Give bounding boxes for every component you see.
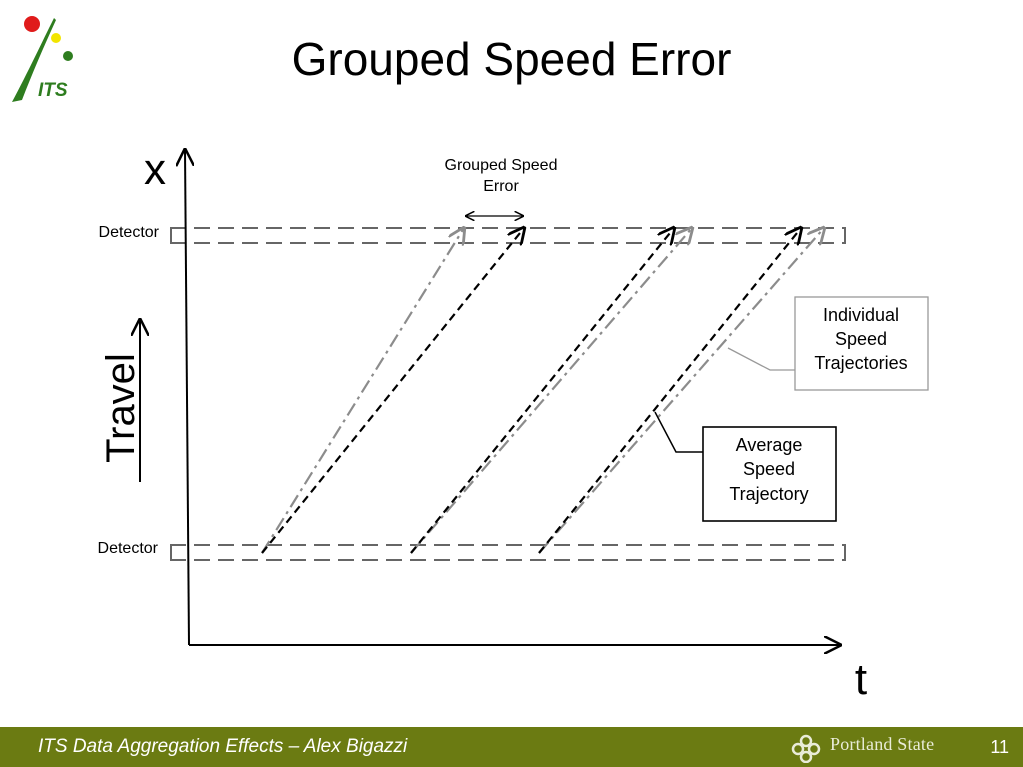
its-logo: ITS	[12, 16, 73, 102]
average-callout-leader	[654, 411, 703, 453]
grouped-speed-error-label-line2: Error	[483, 178, 519, 195]
t-axis-label: t	[855, 655, 867, 704]
page-number: 11	[990, 737, 1009, 757]
psu-logo-icon	[791, 734, 821, 763]
average-box-line1: Average	[736, 435, 803, 455]
detector-top-label: Detector	[99, 224, 160, 241]
average-trajectory-3	[538, 228, 801, 554]
grouped-speed-error-diagram: x t Travel Detector Detector Grouped Spe…	[98, 145, 929, 704]
footer-title: ITS Data Aggregation Effects – Alex Biga…	[38, 736, 408, 757]
individual-box-line3: Trajectories	[814, 353, 907, 373]
logo-its-text: ITS	[38, 80, 68, 101]
travel-label: Travel	[99, 353, 143, 463]
average-callout-box	[702, 426, 837, 522]
individual-box-line2: Speed	[835, 329, 887, 349]
logo-red-dot	[24, 16, 40, 32]
individual-trajectory-3	[538, 228, 824, 554]
x-axis-vertical	[185, 150, 189, 646]
individual-callout-box	[794, 296, 929, 391]
footer-bar: ITS Data Aggregation Effects – Alex Biga…	[0, 727, 1023, 767]
average-box-line2: Speed	[743, 459, 795, 479]
university-name: Portland State	[830, 734, 935, 754]
individual-trajectory-1	[261, 228, 464, 554]
average-box-line3: Trajectory	[729, 484, 808, 504]
slide-title: Grouped Speed Error	[291, 33, 732, 85]
x-axis-label: x	[144, 145, 166, 194]
logo-swoosh	[12, 18, 56, 102]
grouped-speed-error-label-line1: Grouped Speed	[445, 157, 558, 174]
individual-trajectory-2	[410, 228, 692, 554]
logo-yellow-dot	[51, 33, 61, 43]
detector-bottom-label: Detector	[98, 540, 159, 557]
average-trajectory-1	[261, 228, 524, 554]
logo-green-dot	[63, 51, 73, 61]
average-trajectory-2	[410, 228, 674, 554]
individual-box-line1: Individual	[823, 305, 899, 325]
detector-zone-bottom	[170, 544, 846, 561]
detector-zone-top	[170, 227, 846, 244]
individual-callout-leader	[727, 347, 795, 371]
